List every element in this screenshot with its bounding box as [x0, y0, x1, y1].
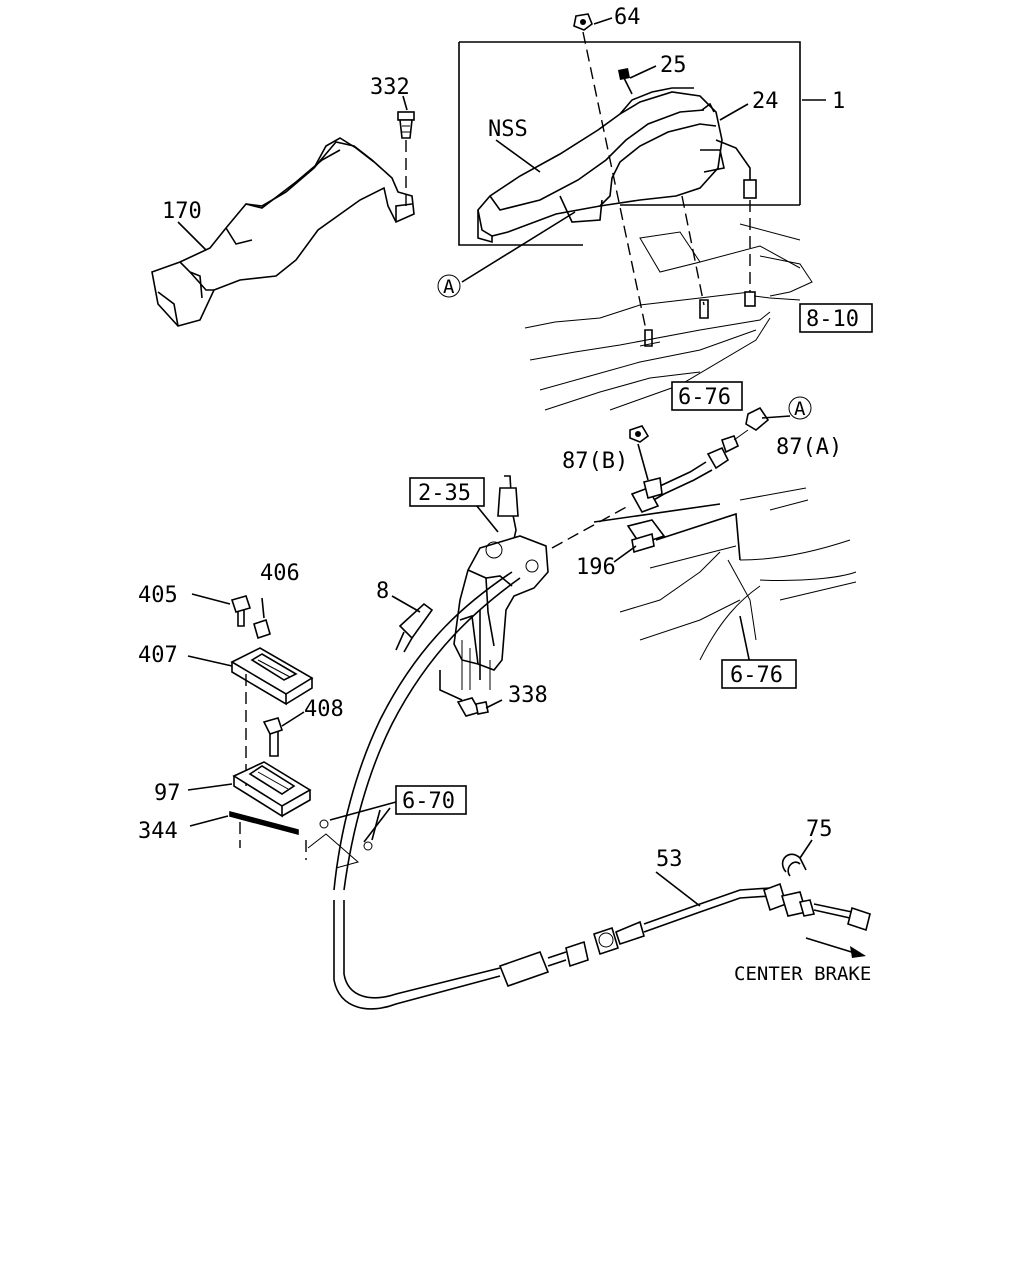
direction-arrow [805, 937, 866, 958]
plate-97 [187, 761, 312, 818]
label-25: 25 [660, 53, 687, 78]
cable-53 [498, 871, 871, 988]
nut-406 [253, 597, 271, 640]
ref-box-6-76-top [671, 381, 743, 411]
part-8 [391, 595, 434, 653]
clips-6-70 [307, 801, 397, 869]
console-170 [151, 95, 415, 327]
floor-panel-mid [593, 487, 857, 665]
label-405: 405 [138, 583, 178, 608]
label-nss: NSS [488, 117, 528, 142]
cable-sleeve-upper [613, 406, 791, 563]
assembly-box-left [458, 42, 583, 246]
label-center-brake: CENTER BRAKE [734, 963, 871, 985]
label-6-76-top: 6-76 [678, 385, 731, 410]
label-407: 407 [138, 643, 178, 668]
plate-407 [187, 647, 314, 706]
nut-64 [573, 13, 593, 31]
screw-332 [397, 95, 415, 206]
reference-circle-a-right [788, 396, 812, 420]
label-circle-a-top: A [443, 276, 455, 298]
bolt-338 [439, 670, 503, 717]
label-8: 8 [376, 579, 389, 604]
pad-344 [189, 810, 299, 836]
label-53: 53 [656, 847, 683, 872]
label-87b: 87(B) [562, 449, 628, 474]
label-406: 406 [260, 561, 300, 586]
reference-circle-a-top [437, 274, 461, 298]
label-332: 332 [370, 75, 410, 100]
label-64: 64 [614, 5, 641, 30]
ref-box-6-70 [395, 785, 467, 815]
label-170: 170 [162, 199, 202, 224]
label-1: 1 [832, 89, 845, 114]
ref-box-6-76-mid [721, 659, 797, 689]
label-338: 338 [508, 683, 548, 708]
assembly-box [459, 41, 801, 205]
label-circle-a-right: A [794, 398, 806, 420]
screw-25 [618, 68, 633, 95]
console-nss [477, 87, 757, 244]
ref-box-2-35 [409, 477, 485, 507]
bracket-196 [613, 519, 666, 563]
nut-87a [745, 406, 791, 431]
brake-lever-assembly [333, 475, 631, 1010]
bolt-405 [191, 593, 252, 627]
console-assembly-group [458, 13, 826, 331]
bolt-408 [262, 711, 305, 757]
label-24: 24 [752, 89, 779, 114]
label-344: 344 [138, 819, 178, 844]
bracket-stack [187, 593, 314, 860]
nut-87b [629, 425, 650, 481]
label-6-76-mid: 6-76 [730, 663, 783, 688]
label-87a: 87(A) [776, 435, 842, 460]
label-408: 408 [304, 697, 344, 722]
floor-panel-top [524, 223, 813, 411]
ref-box-8-10 [799, 303, 873, 333]
label-196: 196 [576, 555, 616, 580]
label-8-10: 8-10 [806, 307, 859, 332]
label-2-35: 2-35 [418, 481, 471, 506]
label-75: 75 [806, 817, 833, 842]
label-6-70: 6-70 [402, 789, 455, 814]
clip-75 [781, 839, 813, 877]
label-97: 97 [154, 781, 181, 806]
